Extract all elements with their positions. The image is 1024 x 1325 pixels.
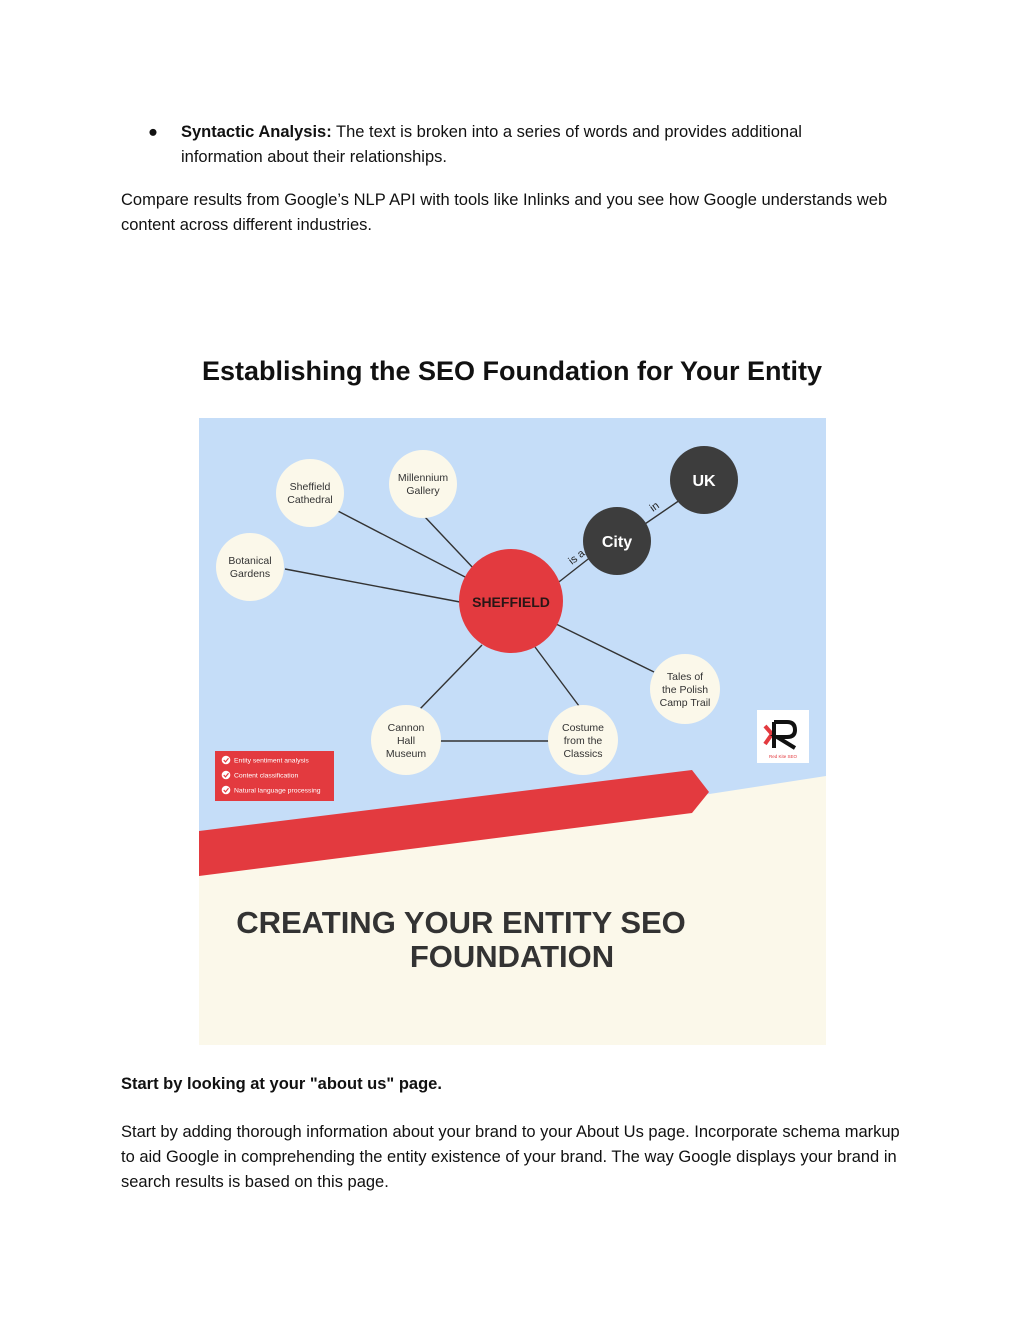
node-label: Gallery (406, 485, 440, 497)
node-label: Botanical (228, 555, 271, 567)
node-label: Gardens (230, 568, 270, 580)
checklist-label: Natural language processing (234, 788, 321, 795)
feature-checklist: Entity sentiment analysis Content classi… (215, 751, 334, 801)
banner-title: CREATING YOUR ENTITY SEO FOUNDATION (236, 905, 686, 974)
checklist-label: Entity sentiment analysis (234, 758, 309, 765)
section-heading: Establishing the SEO Foundation for Your… (201, 356, 822, 386)
checklist-item: Content classification (221, 770, 298, 780)
node-label: Museum (386, 748, 427, 760)
bullet-text: The text is broken into a series of word… (181, 123, 802, 166)
node-label: the Polish (662, 684, 708, 696)
node-label: Hall (397, 735, 415, 747)
bullet-item: ● Syntactic Analysis: The text is broken… (148, 120, 888, 170)
node-label: Classics (563, 748, 602, 760)
banner-title-line-1: CREATING YOUR ENTITY SEO (236, 905, 686, 940)
checklist-label: Content classification (234, 773, 298, 780)
bullet-symbol: ● (148, 123, 158, 141)
node-sheffield-center: SHEFFIELD (459, 549, 563, 653)
logo-label: Red Kite SEO (769, 754, 798, 759)
node-label: Sheffield (290, 481, 331, 493)
checklist-item: Entity sentiment analysis (221, 755, 309, 765)
node-label: Millennium (398, 472, 448, 484)
node-label: Costume (562, 722, 604, 734)
checklist-item: Natural language processing (221, 785, 321, 795)
node-label: from the (564, 735, 603, 747)
banner-title-line-2: FOUNDATION (410, 939, 614, 974)
node-city-label: City (602, 534, 632, 551)
cream-background (199, 776, 826, 1045)
check-icon (221, 785, 231, 795)
paragraph-nlp-compare: Compare results from Google’s NLP API wi… (121, 191, 888, 234)
paragraph-about-us: Start by adding thorough information abo… (121, 1123, 900, 1191)
node-label: Camp Trail (660, 697, 711, 709)
node-uk: UK (670, 446, 738, 514)
check-icon (221, 770, 231, 780)
node-city: City (583, 507, 651, 575)
bullet-term: Syntactic Analysis: (181, 123, 332, 141)
center-label: SHEFFIELD (472, 594, 550, 610)
red-kite-seo-logo: Red Kite SEO (757, 710, 809, 763)
check-icon (221, 755, 231, 765)
subheading-about-us: Start by looking at your "about us" page… (121, 1075, 442, 1093)
node-uk-label: UK (692, 473, 716, 490)
node-label: Cathedral (287, 494, 333, 506)
red-banner-stripe (199, 770, 709, 876)
connector-lines (284, 499, 681, 742)
node-label: Cannon (388, 722, 425, 734)
node-label: Tales of (667, 671, 703, 683)
